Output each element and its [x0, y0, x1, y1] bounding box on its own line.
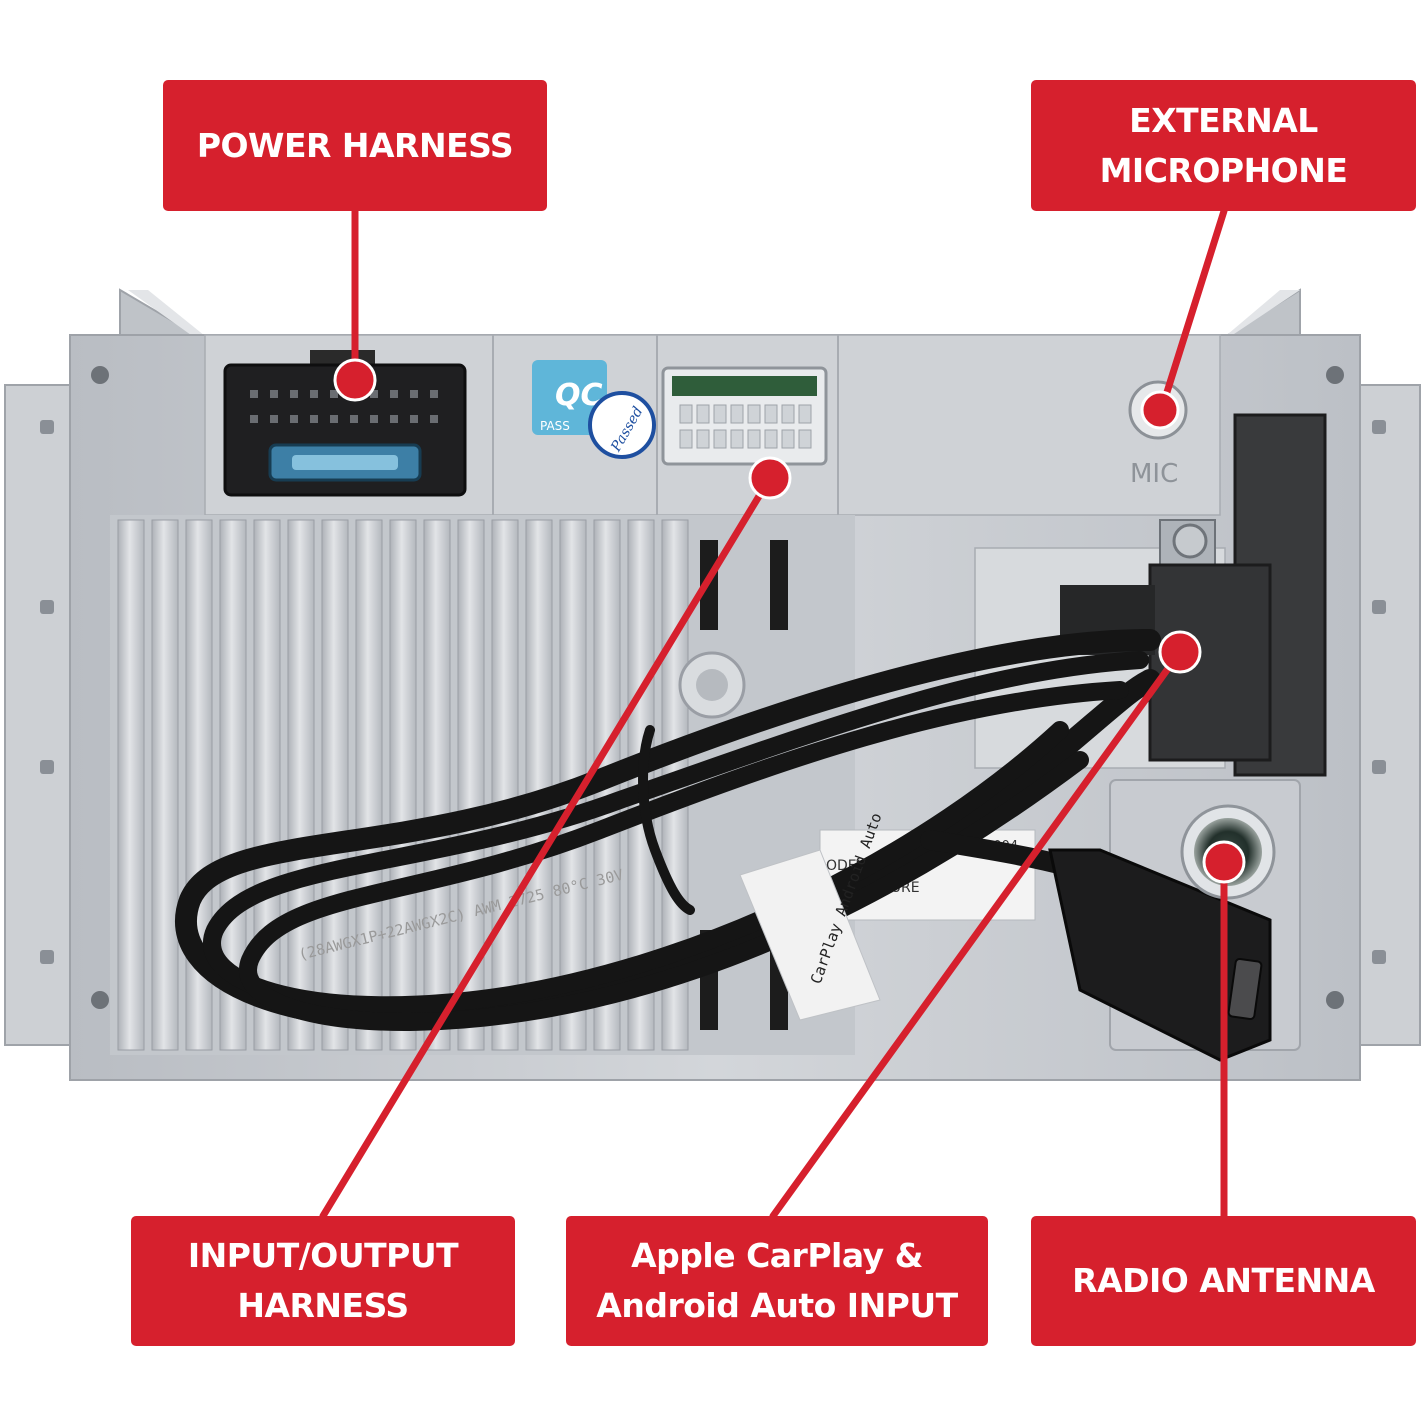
callout-power-harness-text: POWER HARNESS	[196, 125, 514, 165]
qc-pass-text: PASS	[540, 419, 570, 433]
callout-external-microphone: EXTERNAL MICROPHONE	[1031, 80, 1416, 211]
callout-external-microphone-text: EXTERNAL MICROPHONE	[1099, 100, 1348, 190]
carplay-input-dot	[1158, 630, 1202, 674]
callout-radio-antenna: RADIO ANTENNA	[1031, 1216, 1416, 1346]
leader-lines	[319, 207, 1228, 1220]
io-harness-connector	[661, 366, 828, 466]
callout-power-harness: POWER HARNESS	[163, 80, 547, 211]
usb-female-connector	[1048, 848, 1272, 1062]
callout-radio-antenna-text: RADIO ANTENNA	[1072, 1261, 1375, 1300]
indicator-dots	[333, 358, 1246, 884]
callout-io-harness: INPUT/OUTPUT HARNESS	[131, 1216, 515, 1346]
qc-passed-sticker: QC PASS Passed	[532, 360, 656, 459]
radio-antenna-dot	[1202, 840, 1246, 884]
microphone-dot	[1140, 390, 1180, 430]
io-harness-dot	[748, 456, 792, 500]
callout-carplay-input-text: Apple CarPlay & Android Auto INPUT	[596, 1236, 958, 1325]
mic-port-label: MIC	[1130, 459, 1178, 489]
callout-carplay-input: Apple CarPlay & Android Auto INPUT	[566, 1216, 988, 1346]
callout-io-harness-text: INPUT/OUTPUT HARNESS	[187, 1236, 459, 1325]
power-harness-dot	[333, 358, 377, 402]
power-harness-connector	[223, 350, 467, 497]
